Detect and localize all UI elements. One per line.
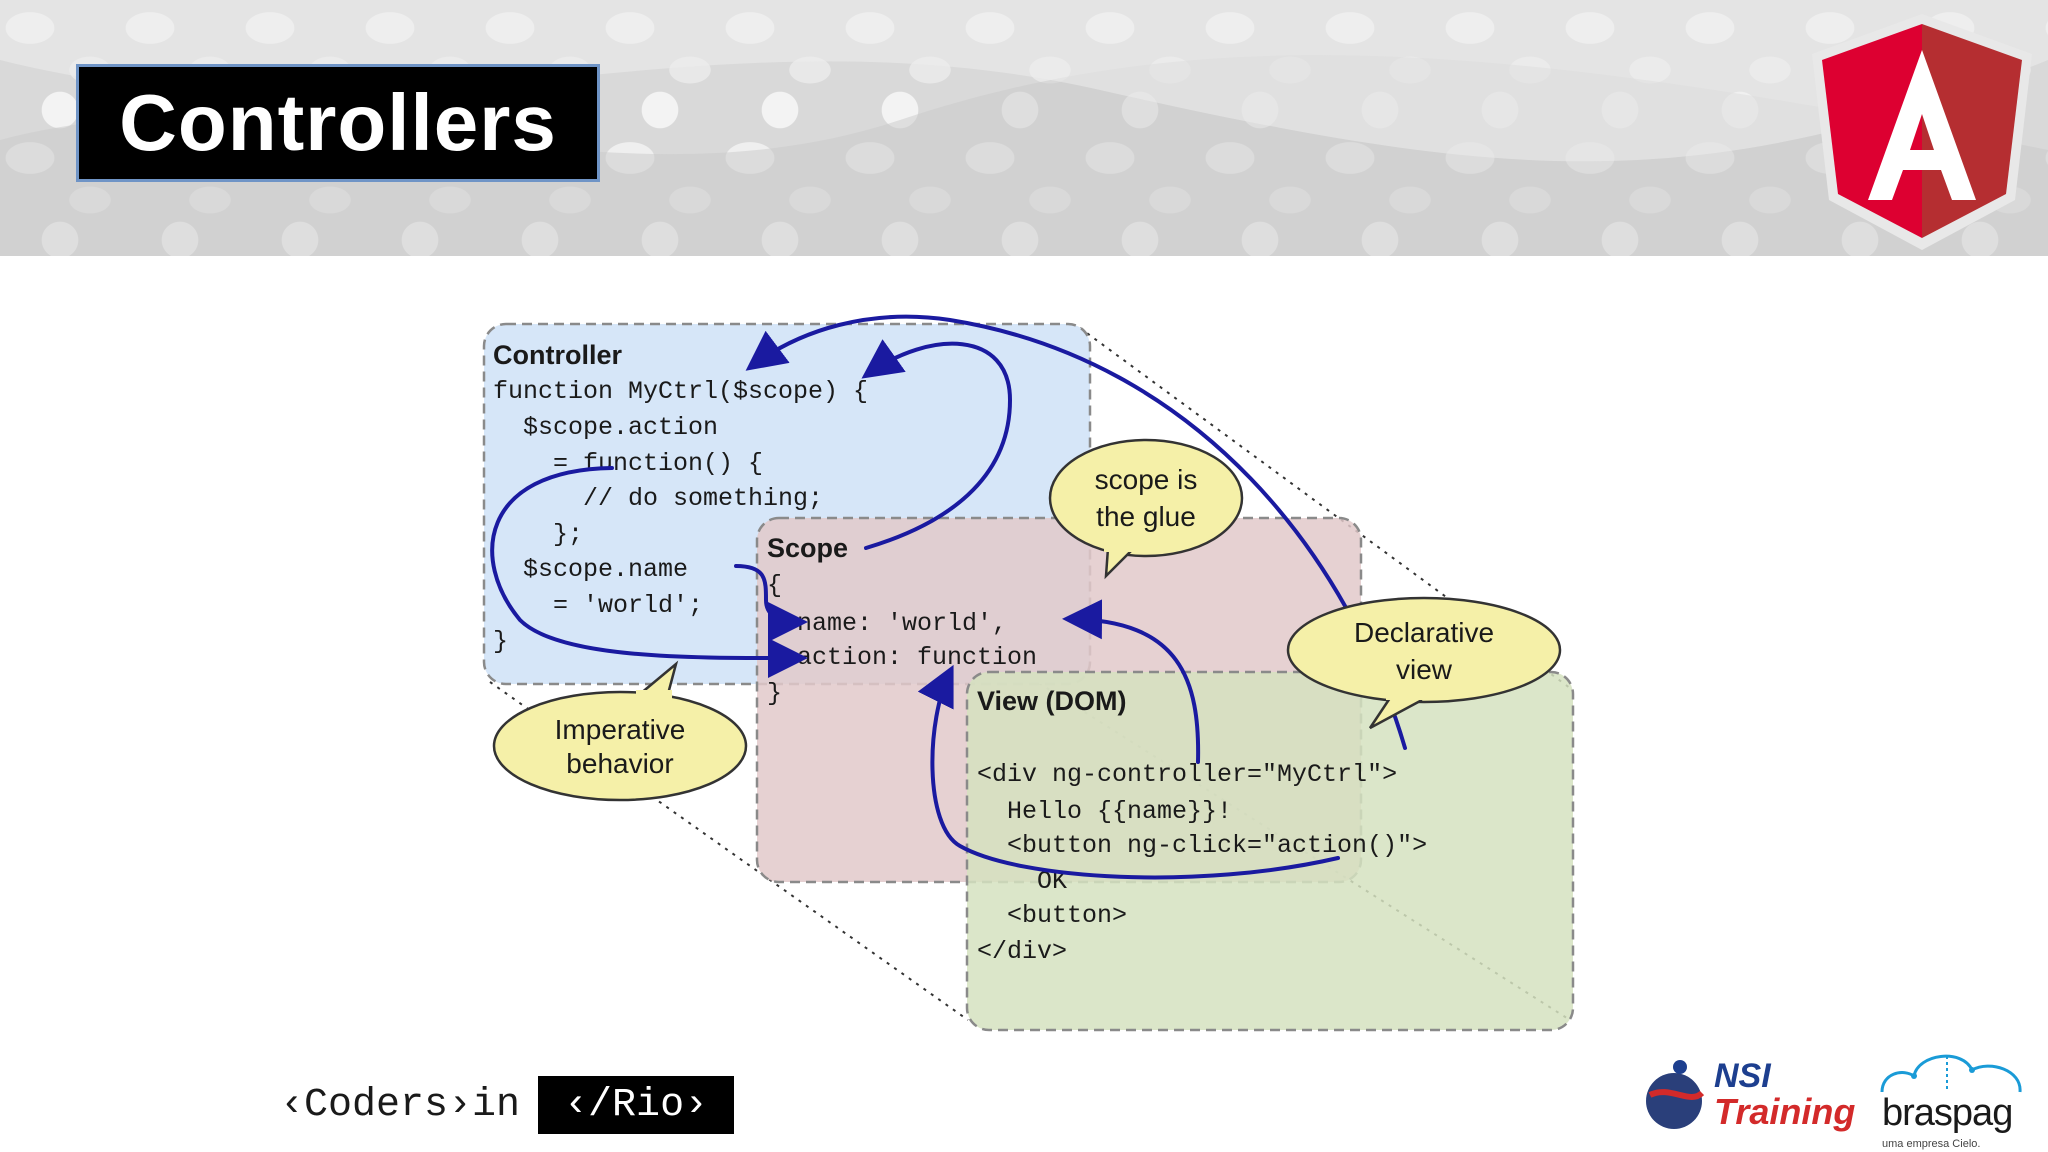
bubble-imperative-behavior: Imperative behavior bbox=[492, 660, 748, 802]
code-line: function MyCtrl($scope) { bbox=[493, 377, 868, 406]
code-line: <div ng-controller="MyCtrl"> bbox=[977, 760, 1397, 789]
coders-in-rio-logo: ‹Coders›in ‹/Rio› bbox=[280, 1076, 735, 1134]
controller-code: function MyCtrl($scope) { $scope.action … bbox=[493, 377, 868, 656]
angular-logo-icon bbox=[1812, 14, 2032, 250]
banner-texture bbox=[0, 0, 2048, 256]
code-line: $scope.action bbox=[493, 413, 718, 442]
bubble-text: view bbox=[1396, 654, 1453, 685]
nsi-globe-icon bbox=[1646, 1060, 1705, 1129]
view-title: View (DOM) bbox=[977, 686, 1127, 716]
code-line: Hello {{name}}! bbox=[977, 797, 1232, 826]
code-line: <button> bbox=[977, 901, 1127, 930]
code-line: }; bbox=[493, 520, 583, 549]
code-line: // do something; bbox=[493, 484, 823, 513]
coders-text: ‹Coders›in bbox=[280, 1082, 521, 1128]
arrow-action-to-scope bbox=[490, 466, 808, 679]
braspag-logo: braspag uma empresa Cielo. bbox=[1872, 1046, 2032, 1150]
bubble-declarative-view: Declarative view bbox=[1286, 596, 1562, 730]
training-text: Training bbox=[1714, 1091, 1856, 1132]
arrow-name-to-scope bbox=[734, 564, 808, 642]
header-banner bbox=[0, 0, 2048, 256]
code-line: </div> bbox=[977, 937, 1067, 966]
code-line: action: function bbox=[767, 643, 1037, 672]
scope-title: Scope bbox=[767, 533, 848, 563]
nsi-training-logo: NSI Training bbox=[1640, 1055, 1860, 1135]
nsi-text: NSI bbox=[1714, 1057, 1771, 1095]
code-line: } bbox=[767, 679, 782, 708]
code-line: $scope.name bbox=[493, 555, 688, 584]
title-box: Controllers bbox=[76, 64, 600, 182]
code-line: } bbox=[493, 627, 508, 656]
bubble-text: Declarative bbox=[1354, 617, 1494, 648]
controller-title: Controller bbox=[493, 340, 622, 370]
view-code: <div ng-controller="MyCtrl"> Hello {{nam… bbox=[977, 760, 1427, 966]
braspag-cloud-icon bbox=[1880, 1054, 2022, 1093]
arrow-scope-to-controller bbox=[861, 339, 1013, 550]
code-line: { bbox=[767, 571, 782, 600]
rio-badge: ‹/Rio› bbox=[538, 1076, 735, 1134]
code-line: <button ng-click="action()"> bbox=[977, 831, 1427, 860]
code-line: = function() { bbox=[493, 449, 763, 478]
slide-title: Controllers bbox=[119, 78, 557, 167]
bubble-scope-glue: scope is the glue bbox=[1048, 438, 1244, 580]
bubble-text: behavior bbox=[566, 748, 673, 779]
code-line: = 'world'; bbox=[493, 591, 703, 620]
code-line: name: 'world', bbox=[767, 609, 1007, 638]
arrow-view-name-to-scope bbox=[1062, 599, 1201, 764]
bubble-text: the glue bbox=[1096, 501, 1196, 532]
braspag-tagline: uma empresa Cielo. bbox=[1882, 1138, 1981, 1150]
bubble-text: Imperative bbox=[555, 714, 686, 745]
braspag-text: braspag bbox=[1882, 1092, 2013, 1134]
bubble-text: scope is bbox=[1095, 464, 1198, 495]
arrow-view-action-to-scope bbox=[917, 664, 1340, 880]
